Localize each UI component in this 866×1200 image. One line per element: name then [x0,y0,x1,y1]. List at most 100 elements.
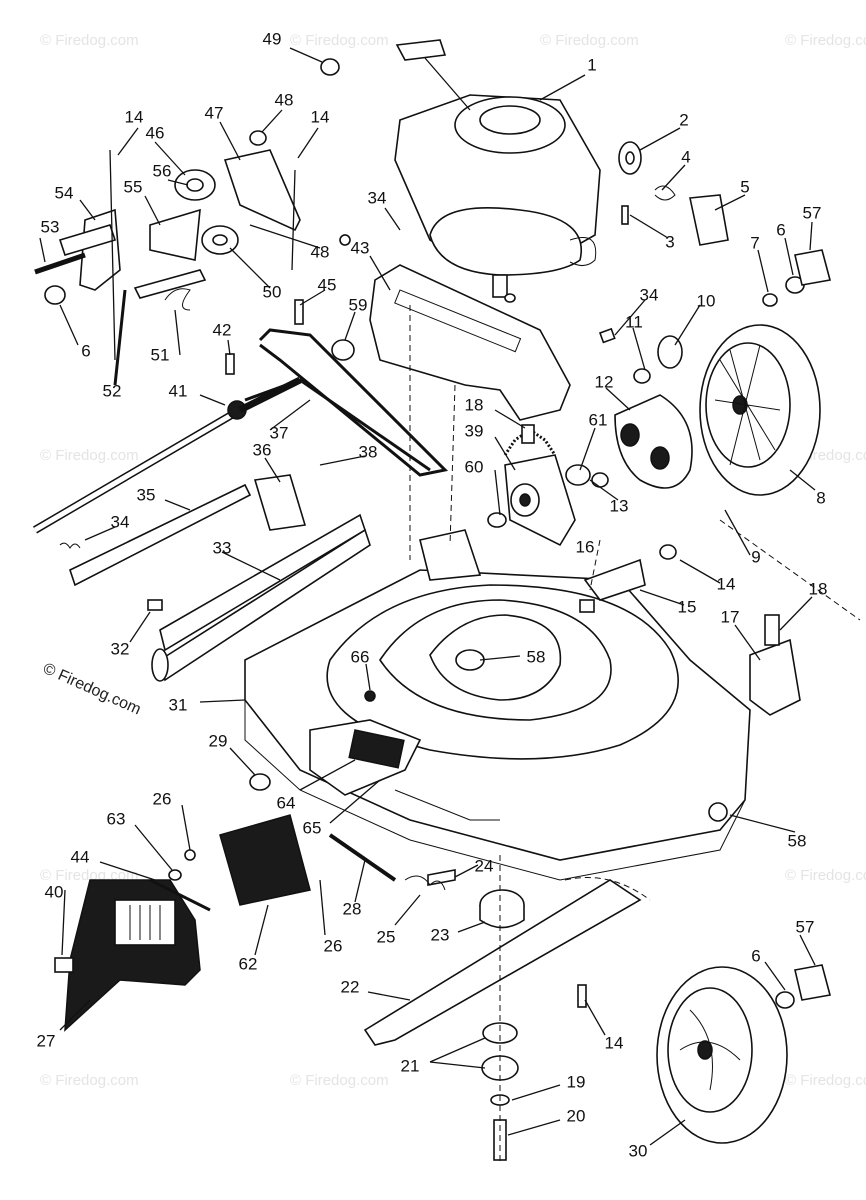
callout-label: 13 [610,496,629,515]
callout-label: 57 [803,203,822,222]
callout-label: 20 [567,1106,586,1125]
callout-label: 27 [37,1031,56,1050]
callout-label: 14 [311,107,330,126]
watermark: © Firedog.com [290,1072,389,1089]
watermark: © Firedog.com [40,447,139,464]
rear-discharge [54,814,311,1032]
callout-label: 45 [318,275,337,294]
callout-label: 41 [169,381,188,400]
callout-label: 55 [124,177,143,196]
blade-assembly [328,833,642,1165]
callout-label: 5 [740,177,749,196]
callout-label: 31 [169,695,188,714]
callout-label: 44 [71,847,90,866]
callout-label: 53 [41,217,60,236]
rear-wheel [565,324,821,496]
front-wheel [656,802,831,1144]
callout-label: 17 [721,607,740,626]
callout-label: 63 [107,809,126,828]
handle-assembly [32,328,449,534]
callout-label: 18 [465,395,484,414]
callout-label: 56 [153,161,172,180]
callout-label: 30 [629,1141,648,1160]
callout-label: 36 [253,440,272,459]
callout-label: 50 [263,282,282,301]
callout-label: 28 [343,899,362,918]
callout-label: 15 [678,597,697,616]
side-brackets [579,544,801,716]
callout-label: 58 [788,831,807,850]
callout-label: 8 [816,488,825,507]
callout-label: 18 [809,579,828,598]
callout-label: 21 [401,1056,420,1075]
callout-label: 60 [465,457,484,476]
callout-label: 43 [351,238,370,257]
drive-pulley-assembly [34,130,301,361]
callout-label: 39 [465,421,484,440]
callout-label: 54 [55,183,74,202]
callout-label: 37 [270,423,289,442]
callout-label: 34 [640,285,659,304]
callout-label: 1 [587,55,596,74]
callout-label: 16 [576,537,595,556]
callout-label: 11 [625,312,643,331]
callout-label: 51 [151,345,170,364]
watermark: © Firedog.com [785,867,866,884]
gear-assembly [487,424,576,547]
callout-label: 61 [589,410,608,429]
mower-deck [244,529,751,901]
callout-label: 48 [275,90,294,109]
callout-label: 32 [111,639,130,658]
leader-lines [39,47,861,1146]
engine [394,39,601,298]
callout-label: 52 [103,381,122,400]
callout-label: 14 [717,574,736,593]
callout-label: 9 [751,547,760,566]
callout-label: 48 [311,242,330,261]
watermark: © Firedog.com [40,32,139,49]
callout-label: 6 [751,946,760,965]
callout-label: 23 [431,925,450,944]
callout-label: 10 [697,291,716,310]
watermark: © Firedog.com [40,1072,139,1089]
callout-label: 3 [665,232,674,251]
callout-label: 62 [239,954,258,973]
callout-label: 58 [527,647,546,666]
callout-label: 22 [341,977,360,996]
watermark: © Firedog.com [290,32,389,49]
callout-label: 46 [146,123,165,142]
callout-label: 2 [679,110,688,129]
callout-label: 47 [205,103,224,122]
callout-label: 29 [209,731,228,750]
callout-label: 66 [351,647,370,666]
callout-label: 4 [681,147,690,166]
callout-label: 25 [377,927,396,946]
callout-label: 64 [277,793,296,812]
small-hardware [225,58,831,384]
callout-label: 6 [81,341,90,360]
callout-label: 57 [796,917,815,936]
callout-label: 34 [111,512,130,531]
callout-label: 34 [368,188,387,207]
watermark: © Firedog.com [540,32,639,49]
muffler-shield [369,264,571,421]
watermark: © Firedog.com [785,1072,866,1089]
callout-label: 7 [750,233,759,252]
callout-label: 65 [303,818,322,837]
callout-label: 24 [475,856,494,875]
callout-label: 42 [213,320,232,339]
callout-label: 49 [263,29,282,48]
throttle-bracket [249,690,422,796]
copyright-text: © Firedog.com [40,660,143,718]
watermark: © Firedog.com [785,32,866,49]
callout-label: 40 [45,882,64,901]
callout-label: 19 [567,1072,586,1091]
callout-label: 26 [324,936,343,955]
callout-label: 59 [349,295,368,314]
callout-label: 14 [605,1033,624,1052]
callout-label: 14 [125,107,144,126]
callout-label: 33 [213,538,232,557]
